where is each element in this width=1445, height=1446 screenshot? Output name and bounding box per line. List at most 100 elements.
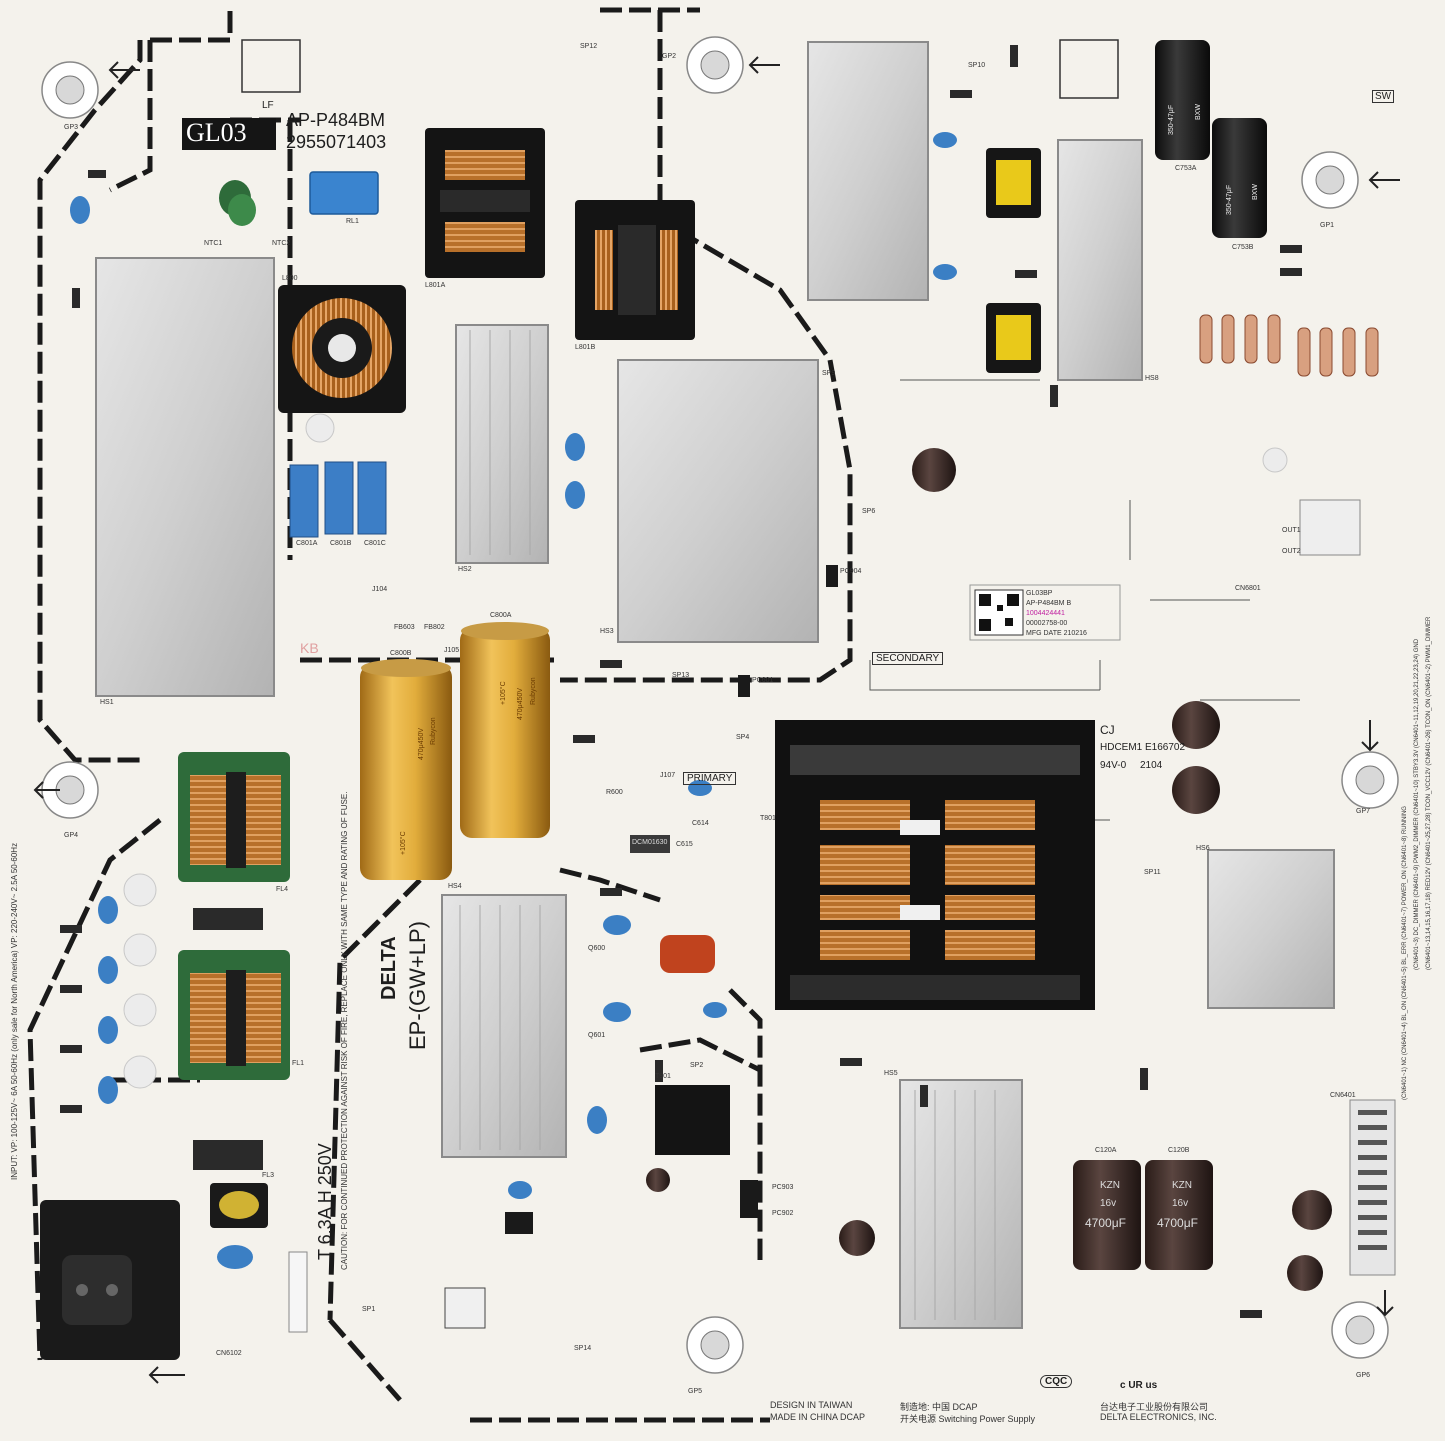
- label-hs3: HS3: [600, 628, 614, 635]
- heatsinks: [95, 41, 1335, 1329]
- label-c614: C614: [692, 820, 709, 827]
- cap-temp-a: +105°C: [400, 831, 407, 855]
- sticker-frame: [969, 584, 1121, 641]
- label-hs2: HS2: [458, 566, 472, 573]
- toroid-l800: [278, 285, 406, 413]
- silicone-blobs: [123, 413, 1288, 1089]
- label-fb603: FB603: [394, 624, 415, 631]
- cap-top-series-b: BXW: [1252, 184, 1259, 200]
- label-hs4: HS4: [448, 883, 462, 890]
- input-rating: INPUT: VP: 100-125V~ 6A 50-60Hz (only sa…: [10, 842, 19, 1180]
- label-sp12: SP12: [580, 43, 598, 50]
- label-sp1: SP1: [362, 1306, 376, 1313]
- fuse-body: [288, 1251, 308, 1333]
- label-j104: J104: [372, 586, 388, 593]
- label-ntc1: NTC1: [204, 240, 223, 247]
- cj-mark: CJ: [1100, 723, 1115, 737]
- ul-mark: c UR us: [1120, 1380, 1158, 1391]
- transformer-l801a: [425, 128, 545, 278]
- inductor-l750a: [986, 148, 1041, 218]
- resistor-array: [1199, 314, 1379, 377]
- choke-fl1: [178, 950, 290, 1080]
- cap-text-a: 470μ450V: [418, 727, 425, 760]
- cap-top-series-a: BXW: [1195, 104, 1202, 120]
- heatsink-hs4: [441, 894, 567, 1158]
- output-capacitors-top: [1155, 40, 1267, 238]
- label-l801a: L801A: [425, 282, 446, 289]
- label-gp2: GP2: [662, 53, 677, 60]
- label-c120b: C120B: [1168, 1147, 1190, 1154]
- cap-text-b: 470μ450V: [517, 687, 524, 720]
- sticker-line-2: AP-P484BM B: [1026, 600, 1072, 607]
- outline-box: [1059, 39, 1119, 99]
- caution-text: CAUTION: FOR CONTINUED PROTECTION AGAINS…: [340, 791, 349, 1270]
- heatsink-hs5: [899, 1079, 1023, 1329]
- label-hs6: HS6: [1196, 845, 1210, 852]
- part-number: AP-P484BM: [286, 110, 386, 130]
- sticker-line-4: 00002758-00: [1026, 620, 1068, 627]
- label-out1: OUT1: [1282, 527, 1301, 534]
- lf-mark: LF: [262, 100, 274, 111]
- label-gp5: GP5: [688, 1388, 703, 1395]
- cx-capacitor: [193, 908, 263, 930]
- heatsink-hs6: [1207, 849, 1335, 1009]
- cx-capacitor: [193, 1140, 263, 1170]
- model-badge: GL03: [186, 118, 247, 147]
- label-t801: T801: [760, 815, 776, 822]
- label-pc904: PC904: [840, 568, 862, 575]
- label-fl1: FL1: [292, 1060, 305, 1067]
- cap-top-text-b: 350-47μF: [1226, 184, 1233, 215]
- outline-box: [241, 39, 301, 93]
- label-hs1: HS1: [100, 699, 114, 706]
- delta-en: DELTA ELECTRONICS, INC.: [1100, 1412, 1217, 1422]
- secondary-label: SECONDARY: [872, 652, 944, 665]
- transformer-t901: [655, 1085, 730, 1155]
- heatsink-top: [807, 41, 929, 301]
- ic-marking: DCM01630: [632, 839, 668, 846]
- cap-brand-b: Rubycon: [530, 677, 537, 705]
- label-sp11: SP11: [1144, 869, 1161, 876]
- x2-capacitors: [289, 461, 387, 538]
- label-q601: Q601: [588, 1032, 606, 1039]
- label-pc903: PC903: [772, 1184, 794, 1191]
- label-out2: OUT2: [1282, 548, 1301, 555]
- sw-mark: SW: [1372, 90, 1395, 103]
- switching-label: 开关电源 Switching Power Supply: [900, 1414, 1036, 1424]
- serial-number: 2955071403: [286, 132, 387, 152]
- flammability-rating: 94V-0: [1100, 760, 1127, 771]
- heatsink-fins: [459, 330, 996, 1320]
- bulk-capacitors: [360, 622, 550, 880]
- label-hs5: HS5: [884, 1070, 898, 1077]
- label-gp4: GP4: [64, 832, 79, 839]
- label-sp10: SP10: [968, 62, 986, 69]
- made-in: MADE IN CHINA DCAP: [770, 1412, 866, 1422]
- ccc-mark: CQC: [1040, 1375, 1073, 1388]
- kzn-uf-a: 4700μF: [1085, 1216, 1126, 1230]
- ceramic-capacitors: [70, 132, 957, 1269]
- film-capacitor: [660, 935, 715, 973]
- isolation-traces: [27, 7, 853, 1423]
- primary-label: PRIMARY: [683, 772, 737, 785]
- qr-code: [974, 589, 1024, 636]
- label-sp14: SP14: [574, 1345, 592, 1352]
- cn-pin-list-2: (CN6401~3) DC_DIMMER (CN6401~9) PWM2_DIM…: [1414, 638, 1420, 970]
- sticker-line-5: MFG DATE 210216: [1026, 630, 1087, 637]
- cn-pin-list-3: (CN6401~13,14,15,16,17,18) RED12V (CN640…: [1426, 616, 1432, 970]
- label-c801b: C801B: [330, 540, 352, 547]
- fuse-rating: T 6.3A H 250V: [315, 1143, 335, 1260]
- heatsink-hs8: [1057, 139, 1143, 381]
- design-in: DESIGN IN TAIWAN: [770, 1400, 853, 1410]
- label-c801c: C801C: [364, 540, 386, 547]
- label-r600: R600: [606, 789, 623, 796]
- led-connector: [1299, 499, 1361, 556]
- heatsink-hs1: [95, 257, 275, 697]
- label-cn6102: CN6102: [216, 1350, 242, 1357]
- label-c800b: C800B: [390, 650, 412, 657]
- heatsink-hs2: [455, 324, 549, 564]
- label-gp7: GP7: [1356, 808, 1371, 815]
- mfr-location: 制造地: 中国 DCAP: [900, 1402, 978, 1412]
- label-c120a: C120A: [1095, 1147, 1117, 1154]
- cap-top-text-a: 350-47μF: [1168, 104, 1175, 135]
